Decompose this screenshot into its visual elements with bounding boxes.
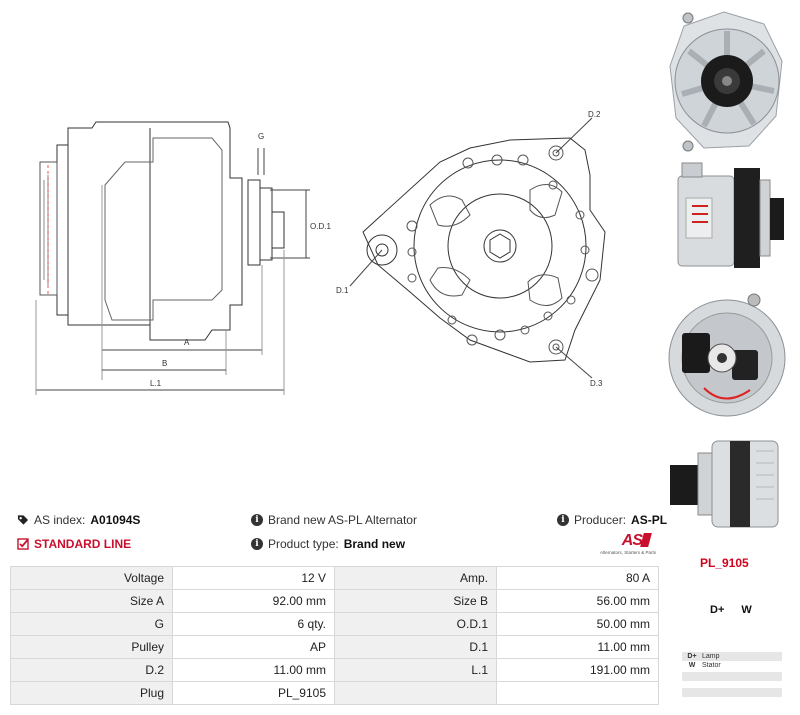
as-pl-logo: AS Alternators, Starters & Parts <box>594 532 656 558</box>
spec-value: 50.00 mm <box>496 612 659 636</box>
spec-label: Plug <box>10 681 173 705</box>
spec-value: 11.00 mm <box>496 635 659 659</box>
product-type: i Product type: Brand new <box>251 537 405 551</box>
pin-row: D+ Lamp <box>682 652 782 661</box>
spec-value: 191.00 mm <box>496 658 659 682</box>
label-d3: D.3 <box>590 379 603 388</box>
spec-value: 92.00 mm <box>172 589 335 613</box>
checkbox-icon <box>17 538 29 550</box>
as-index: AS index: A01094S <box>17 513 140 527</box>
spec-label: Voltage <box>10 566 173 590</box>
tag-icon <box>17 514 29 526</box>
logo-mark: AS <box>621 532 643 549</box>
product-description: i Brand new AS-PL Alternator <box>251 513 417 527</box>
info-icon: i <box>251 514 263 526</box>
product-photo-front[interactable] <box>664 6 790 156</box>
as-index-label: AS index: <box>34 513 86 527</box>
spec-value: 80 A <box>496 566 659 590</box>
spec-label: O.D.1 <box>334 612 497 636</box>
standard-line-badge: STANDARD LINE <box>17 537 131 551</box>
label-l1: L.1 <box>150 379 162 388</box>
spec-value <box>496 681 659 705</box>
producer-value: AS-PL <box>631 513 668 527</box>
pin-desc: Lamp <box>702 653 720 660</box>
spec-label: Size B <box>334 589 497 613</box>
product-photo-pulley-side[interactable] <box>664 433 790 533</box>
label-od1: O.D.1 <box>310 222 331 231</box>
spec-value: 11.00 mm <box>172 658 335 682</box>
as-index-value: A01094S <box>90 513 141 527</box>
pin-name: W <box>688 662 696 669</box>
info-icon: i <box>557 514 569 526</box>
plug-code[interactable]: PL_9105 <box>700 556 749 570</box>
spec-label: Size A <box>10 589 173 613</box>
pin-row: W Stator <box>682 661 782 670</box>
producer-label: Producer: <box>574 513 627 527</box>
spec-value: 12 V <box>172 566 335 590</box>
plug-pins-label: D+ W <box>710 604 752 616</box>
spec-label: D.2 <box>10 658 173 682</box>
label-a: A <box>184 338 190 347</box>
label-d1: D.1 <box>336 286 349 295</box>
spec-label: D.1 <box>334 635 497 659</box>
front-view-outline <box>349 117 606 379</box>
label-d2: D.2 <box>588 110 601 119</box>
spec-label: Amp. <box>334 566 497 590</box>
product-photo-rear[interactable] <box>664 288 790 423</box>
label-g: G <box>258 132 264 141</box>
product-type-label: Product type: <box>268 537 339 551</box>
spec-label <box>334 681 497 705</box>
product-photo-side[interactable] <box>664 158 790 276</box>
logo-tagline: Alternators, Starters & Parts <box>599 550 656 555</box>
spec-label: G <box>10 612 173 636</box>
spec-label: Pulley <box>10 635 173 659</box>
pin-name: D+ <box>687 653 697 660</box>
info-icon: i <box>251 538 263 550</box>
spec-value: 6 qty. <box>172 612 335 636</box>
pin-row-empty <box>682 672 782 681</box>
spec-value: 56.00 mm <box>496 589 659 613</box>
side-view-outline <box>67 121 243 341</box>
producer: i Producer: AS-PL <box>557 513 667 527</box>
label-b: B <box>162 359 167 368</box>
pin-desc: Stator <box>702 662 721 669</box>
spec-value: PL_9105 <box>172 681 335 705</box>
description-text: Brand new AS-PL Alternator <box>268 513 417 527</box>
standard-line-text: STANDARD LINE <box>34 537 132 551</box>
pin-row-empty <box>682 688 782 697</box>
technical-drawing: G O.D.1 A B L.1 D.1 D.2 D.3 <box>35 110 606 395</box>
product-type-value: Brand new <box>343 537 406 551</box>
spec-value: AP <box>172 635 335 659</box>
spec-label: L.1 <box>334 658 497 682</box>
